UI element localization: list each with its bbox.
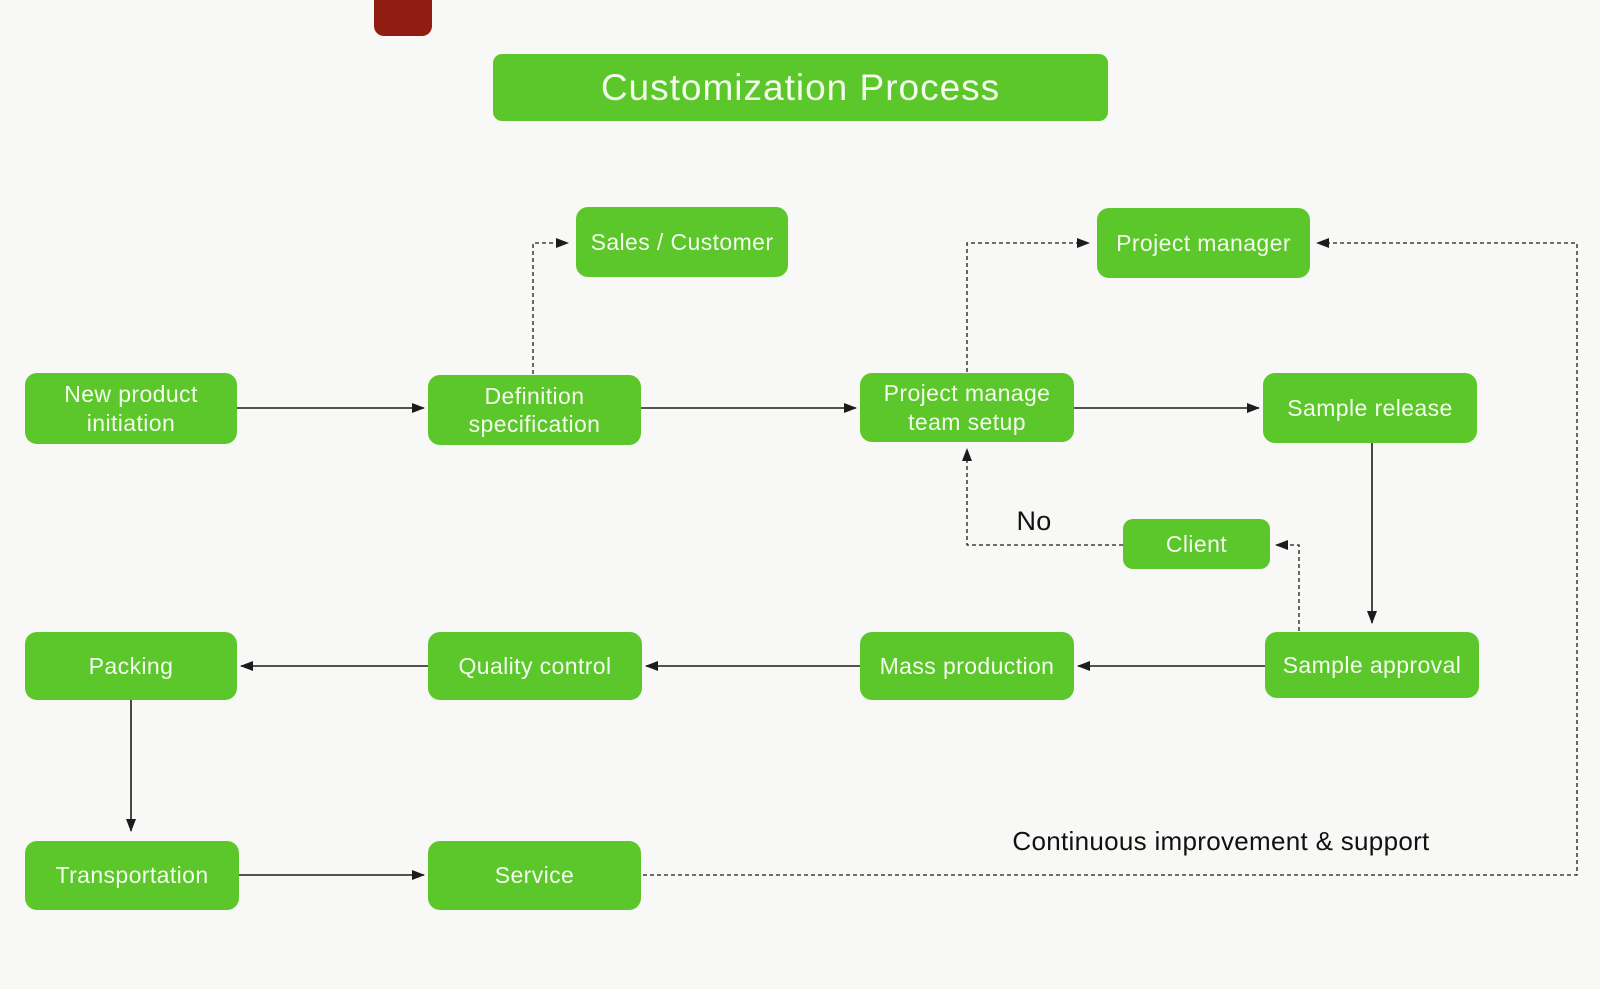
no-label: No	[1016, 506, 1052, 536]
node-packing: Packing	[25, 632, 237, 700]
node-definition-specification: Definition specification	[428, 375, 641, 445]
diagram-title: Customization Process	[493, 54, 1108, 121]
edge-client-to-team-setup	[962, 448, 1123, 546]
edge-service-to-project-manager	[643, 238, 1578, 876]
node-transportation: Transportation	[25, 841, 239, 910]
node-project-manage-team-setup: Project manage team setup	[860, 373, 1074, 442]
red-corner-shape	[374, 0, 432, 36]
node-service: Service	[428, 841, 641, 910]
node-quality-control: Quality control	[428, 632, 642, 700]
continuous-improvement-label: Continuous improvement & support	[1012, 826, 1430, 856]
edge-definition-specification-to-sales-customer	[532, 238, 569, 374]
node-mass-production: Mass production	[860, 632, 1074, 700]
node-client: Client	[1123, 519, 1270, 569]
node-new-product-initiation: New product initiation	[25, 373, 237, 444]
node-sample-release: Sample release	[1263, 373, 1477, 443]
node-sales-customer: Sales / Customer	[576, 207, 788, 277]
edge-team-setup-to-project-manager	[966, 238, 1090, 372]
node-project-manager: Project manager	[1097, 208, 1310, 278]
edge-sample-approval-to-client	[1275, 540, 1300, 631]
node-sample-approval: Sample approval	[1265, 632, 1479, 698]
